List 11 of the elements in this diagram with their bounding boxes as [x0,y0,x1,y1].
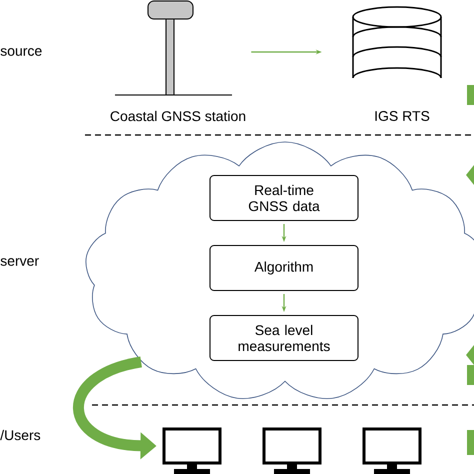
process-box: Sea level measurements [210,315,358,361]
monitor-icon [262,428,322,474]
database-caption: IGS RTS [375,111,430,121]
process-box: Algorithm [210,245,358,291]
monitor-icon [162,428,222,474]
monitor-icon [362,428,422,474]
section-label: server [0,258,39,266]
station-caption: Coastal GNSS station [110,110,246,122]
process-box: Real-time GNSS data [210,175,358,221]
section-label: source [0,48,42,56]
section-label: /Users [0,430,40,440]
